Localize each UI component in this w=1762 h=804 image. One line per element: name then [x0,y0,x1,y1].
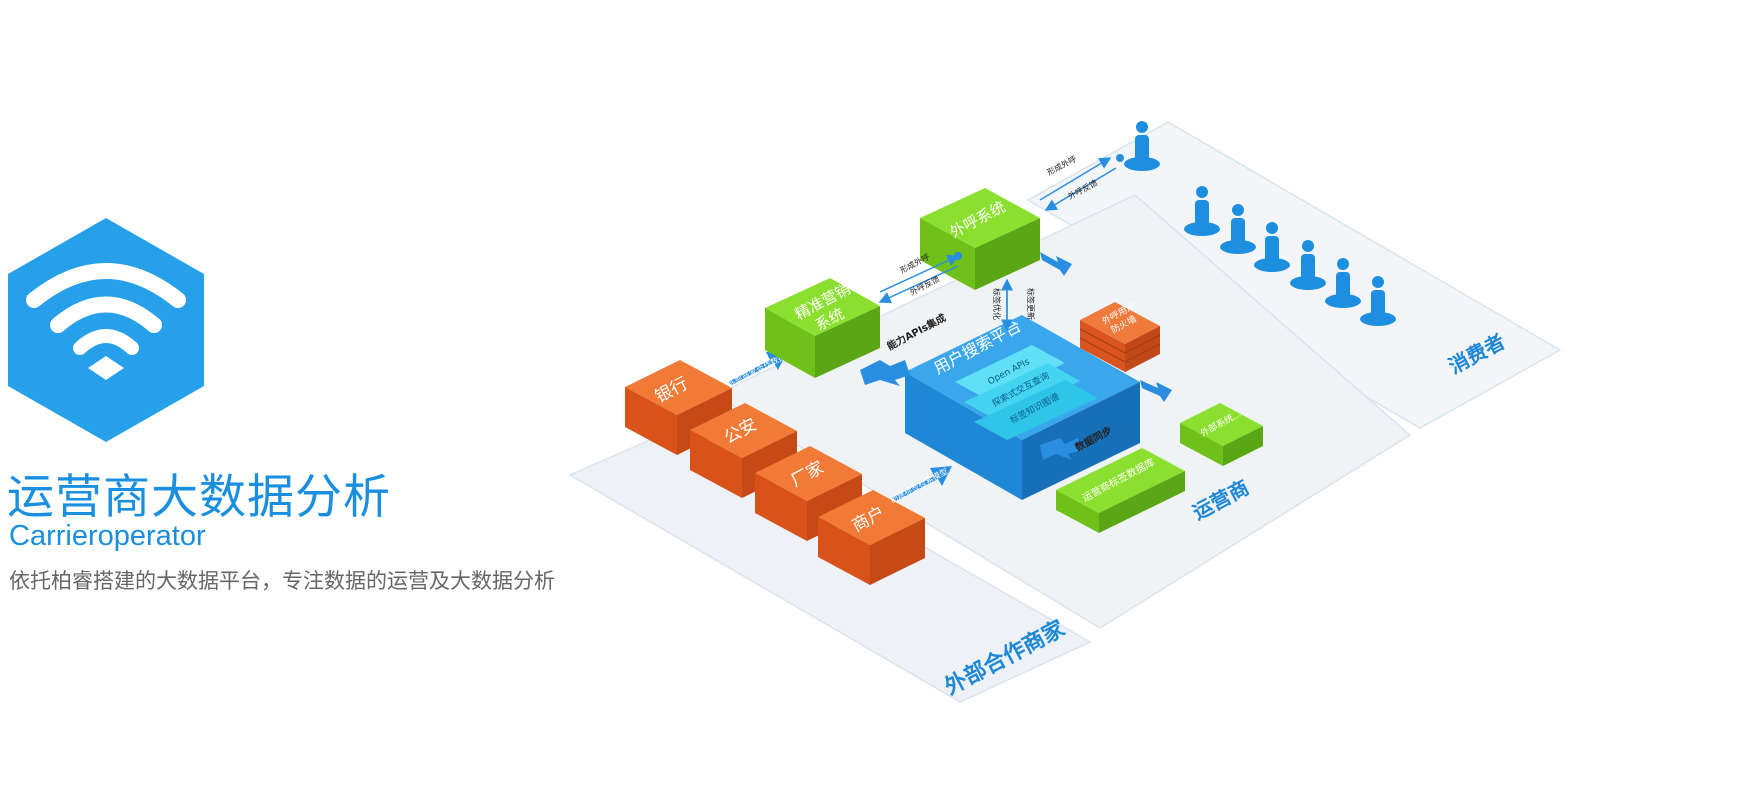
page-subtitle: Carrieroperator [9,520,206,552]
page-title: 运营商大数据分析 [7,470,391,525]
marketing-callout-label: 形成外呼 [898,251,931,275]
outbound-user-firewall: 外呼用户 防火墙 [1079,300,1161,372]
page-description: 依托柏睿搭建的大数据平台，专注数据的运营及大数据分析 [9,569,555,593]
user-search-platform: 用户搜索平台 Open APIs 探索式交互查询 标签知识图谱 [905,315,1140,500]
partner-merchant: 商户 [818,490,925,585]
firewall-to-outbound-arrow [1040,252,1072,276]
consumer-person-icon [1184,186,1220,236]
consumer-person-icon [1254,222,1290,272]
consumer-person-icon [1325,258,1361,308]
operator-tag-database: 运营商标签数据库 [1056,448,1185,533]
outbound-call-system: 外呼系统 [920,188,1040,290]
consumer-person-icon [1360,276,1396,326]
consumer-person-icon [1124,121,1160,171]
tag-update-label: 标签更新 [1026,288,1036,320]
wifi-hexagon-icon [8,218,204,442]
consumer-people [1124,121,1396,326]
tag-optimize-label: 标签优化 [992,288,1002,320]
operator-architecture-diagram: 银行 公安 厂家 商户 外部商家合作数据 创建标签检索模型 精准营销 系统 [568,121,1562,703]
platform-to-external-arrow [1140,380,1172,402]
consumer-person-icon [1220,204,1256,254]
consumer-person-icon [1290,240,1326,290]
tag-update-line: 标签更新 标签优化 [992,278,1036,332]
external-system-block: 外部系统... [1180,403,1263,466]
consumer-callout-label: 形成外呼 [1045,153,1078,177]
